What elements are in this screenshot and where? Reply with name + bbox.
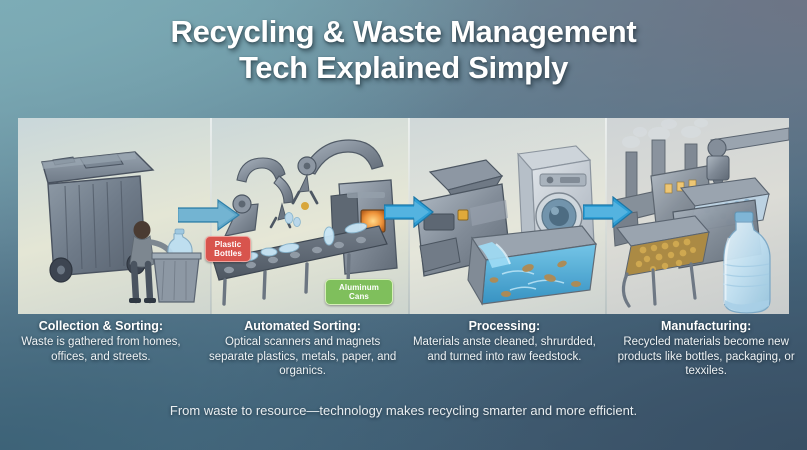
water-tank-icon: [467, 225, 598, 306]
badge-plastic-bottles: Plastic Bottles: [205, 236, 251, 262]
robotic-claw-icon: [291, 139, 384, 210]
pellet-tray-icon: [615, 215, 711, 308]
footer-tagline: From waste to resource—technology makes …: [169, 403, 638, 418]
infographic-title: Recycling & Waste Management Tech Explai…: [0, 14, 807, 86]
title-line-1: Recycling & Waste Management: [170, 14, 637, 49]
automated-sorting-scene: [212, 139, 398, 306]
caption-step-3-body: Materials anste cleaned, shrurdded, and …: [412, 336, 596, 363]
title-line-2: Tech Explained Simply: [238, 50, 569, 85]
caption-step-2-body: Optical scanners and magnets separate pl…: [208, 336, 397, 377]
manufacturing-scene: [612, 118, 789, 314]
caption-step-3: Processing: Materials anste cleaned, shr…: [404, 318, 606, 398]
collection-sorting-scene: [41, 151, 202, 304]
caption-step-3-heading: Processing:: [468, 319, 541, 333]
step-4-illustration: [607, 118, 789, 314]
caption-step-4-body: Recycled materials become new products l…: [617, 336, 795, 377]
arrow-step2-to-step3: [384, 196, 434, 228]
arrow-step3-to-step4: [583, 196, 633, 228]
caption-step-1: Collection & Sorting: Waste is gathered …: [0, 318, 202, 398]
step-captions: Collection & Sorting: Waste is gathered …: [0, 318, 807, 398]
wheeled-trash-bin-icon: [41, 151, 155, 283]
caption-step-4-heading: Manufacturing:: [660, 319, 752, 333]
debris: [489, 260, 581, 297]
step-3-illustration: [410, 118, 606, 314]
caption-step-2: Automated Sorting: Optical scanners and …: [202, 318, 404, 398]
caption-step-1-body: Waste is gathered from homes, offices, a…: [21, 336, 181, 363]
robotic-arm-icon: [223, 157, 294, 237]
arrow-step1-to-step2: [178, 198, 240, 232]
conveyor-belt-icon: [212, 212, 388, 306]
processing-scene: [415, 145, 598, 306]
caption-step-4: Manufacturing: Recycled materials become…: [605, 318, 807, 398]
plastic-bottle-icon: [722, 211, 771, 314]
caption-step-1-heading: Collection & Sorting:: [38, 319, 164, 333]
small-recycling-bin-icon: [151, 252, 202, 303]
person-icon: [129, 221, 173, 304]
badge-aluminum-cans: Aluminum Cans: [325, 279, 393, 305]
caption-step-2-heading: Automated Sorting:: [244, 319, 361, 333]
